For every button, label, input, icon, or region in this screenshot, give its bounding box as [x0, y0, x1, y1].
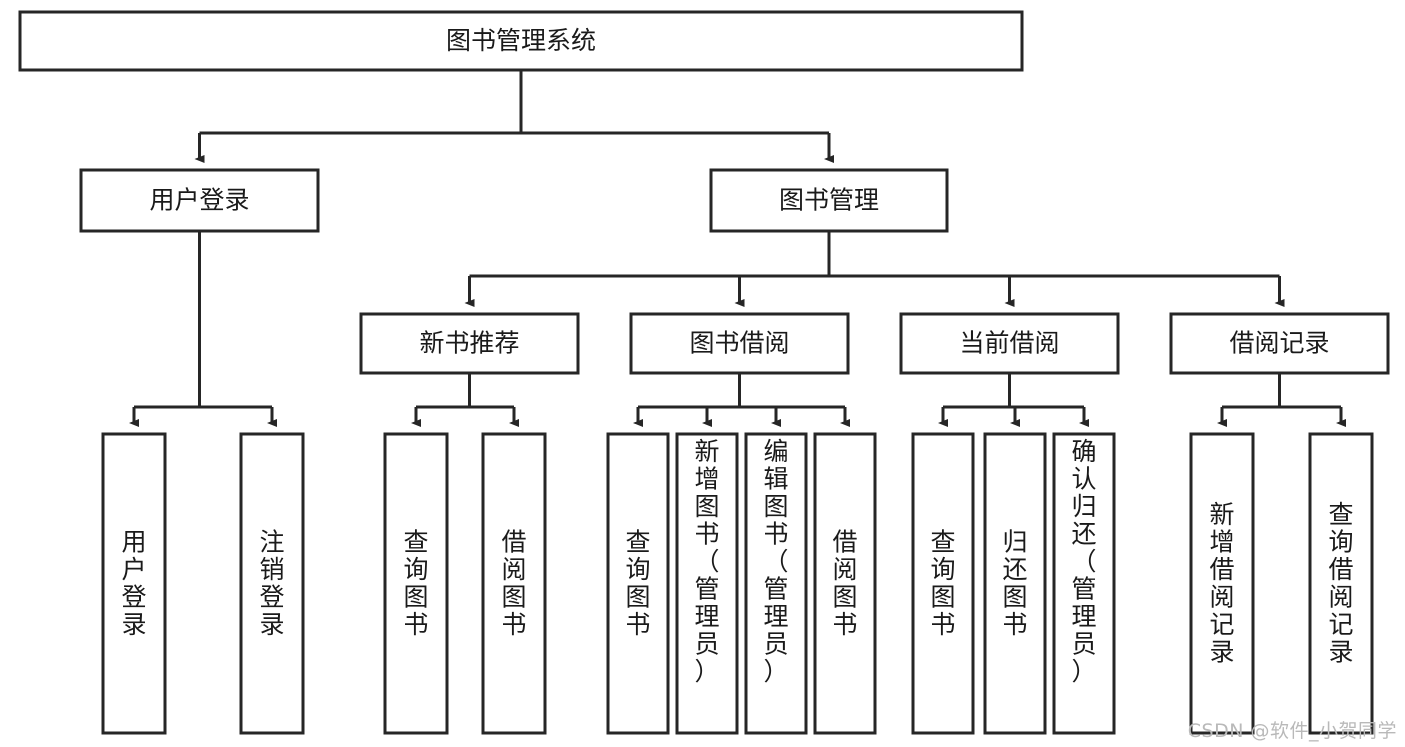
node-确认归还管理员[interactable]: 确认归还（管理员）	[1052, 432, 1116, 735]
box-outline	[18, 10, 1024, 72]
node-label: 用户登录	[149, 186, 249, 215]
node-图书借阅[interactable]: 图书借阅	[629, 312, 850, 375]
box-outline	[911, 432, 975, 735]
node-label: 图书管理	[779, 186, 879, 215]
box-outline	[383, 432, 449, 735]
node-boxes: 图书管理系统用户登录图书管理新书推荐图书借阅当前借阅借阅记录用户登录注销登录查询…	[18, 10, 1390, 735]
node-label: 用户登录	[121, 528, 146, 640]
node-label: 借阅图书	[832, 528, 857, 640]
node-当前借阅[interactable]: 当前借阅	[899, 312, 1120, 375]
node-查询借阅记录[interactable]: 查询借阅记录	[1308, 432, 1374, 735]
node-新增图书管理员[interactable]: 新增图书（管理员）	[675, 432, 739, 735]
box-outline	[1189, 432, 1255, 735]
box-outline	[79, 168, 320, 233]
node-label: 图书管理系统	[446, 26, 596, 55]
node-label: 新书推荐	[419, 329, 519, 358]
box-outline	[1052, 432, 1116, 735]
node-查询图书[interactable]: 查询图书	[383, 432, 449, 735]
node-图书管理系统[interactable]: 图书管理系统	[18, 10, 1024, 72]
node-用户登录[interactable]: 用户登录	[79, 168, 320, 233]
box-outline	[359, 312, 580, 375]
box-outline	[675, 432, 739, 735]
node-新书推荐[interactable]: 新书推荐	[359, 312, 580, 375]
box-outline	[983, 432, 1047, 735]
node-借阅记录[interactable]: 借阅记录	[1169, 312, 1390, 375]
node-label: 归还图书	[1002, 528, 1027, 640]
box-outline	[629, 312, 850, 375]
node-label: 图书借阅	[689, 329, 789, 358]
box-outline	[709, 168, 949, 233]
node-label: 确认归还（管理员）	[1071, 437, 1096, 686]
node-新增借阅记录[interactable]: 新增借阅记录	[1189, 432, 1255, 735]
node-label: 借阅记录	[1229, 329, 1329, 358]
box-outline	[899, 312, 1120, 375]
node-借阅图书[interactable]: 借阅图书	[813, 432, 877, 735]
box-outline	[1308, 432, 1374, 735]
node-label: 当前借阅	[959, 329, 1059, 358]
node-归还图书[interactable]: 归还图书	[983, 432, 1047, 735]
node-label: 新增图书（管理员）	[694, 437, 719, 686]
node-label: 查询图书	[625, 528, 650, 640]
node-用户登录[interactable]: 用户登录	[101, 432, 167, 735]
connector-lines	[129, 70, 1346, 427]
box-outline	[813, 432, 877, 735]
node-label: 编辑图书（管理员）	[763, 437, 788, 686]
box-outline	[744, 432, 808, 735]
node-label: 新增借阅记录	[1209, 500, 1234, 667]
node-编辑图书管理员[interactable]: 编辑图书（管理员）	[744, 432, 808, 735]
node-label: 查询图书	[403, 528, 428, 640]
box-outline	[606, 432, 670, 735]
box-outline	[101, 432, 167, 735]
node-查询图书[interactable]: 查询图书	[911, 432, 975, 735]
node-借阅图书[interactable]: 借阅图书	[481, 432, 547, 735]
node-label: 注销登录	[259, 528, 284, 640]
box-outline	[1169, 312, 1390, 375]
node-label: 借阅图书	[501, 528, 526, 640]
box-outline	[481, 432, 547, 735]
node-注销登录[interactable]: 注销登录	[239, 432, 305, 735]
node-label: 查询图书	[930, 528, 955, 640]
watermark-text: CSDN @软件_小贺同学	[1187, 720, 1397, 742]
node-查询图书[interactable]: 查询图书	[606, 432, 670, 735]
node-label: 查询借阅记录	[1328, 500, 1353, 667]
box-outline	[239, 432, 305, 735]
node-图书管理[interactable]: 图书管理	[709, 168, 949, 233]
